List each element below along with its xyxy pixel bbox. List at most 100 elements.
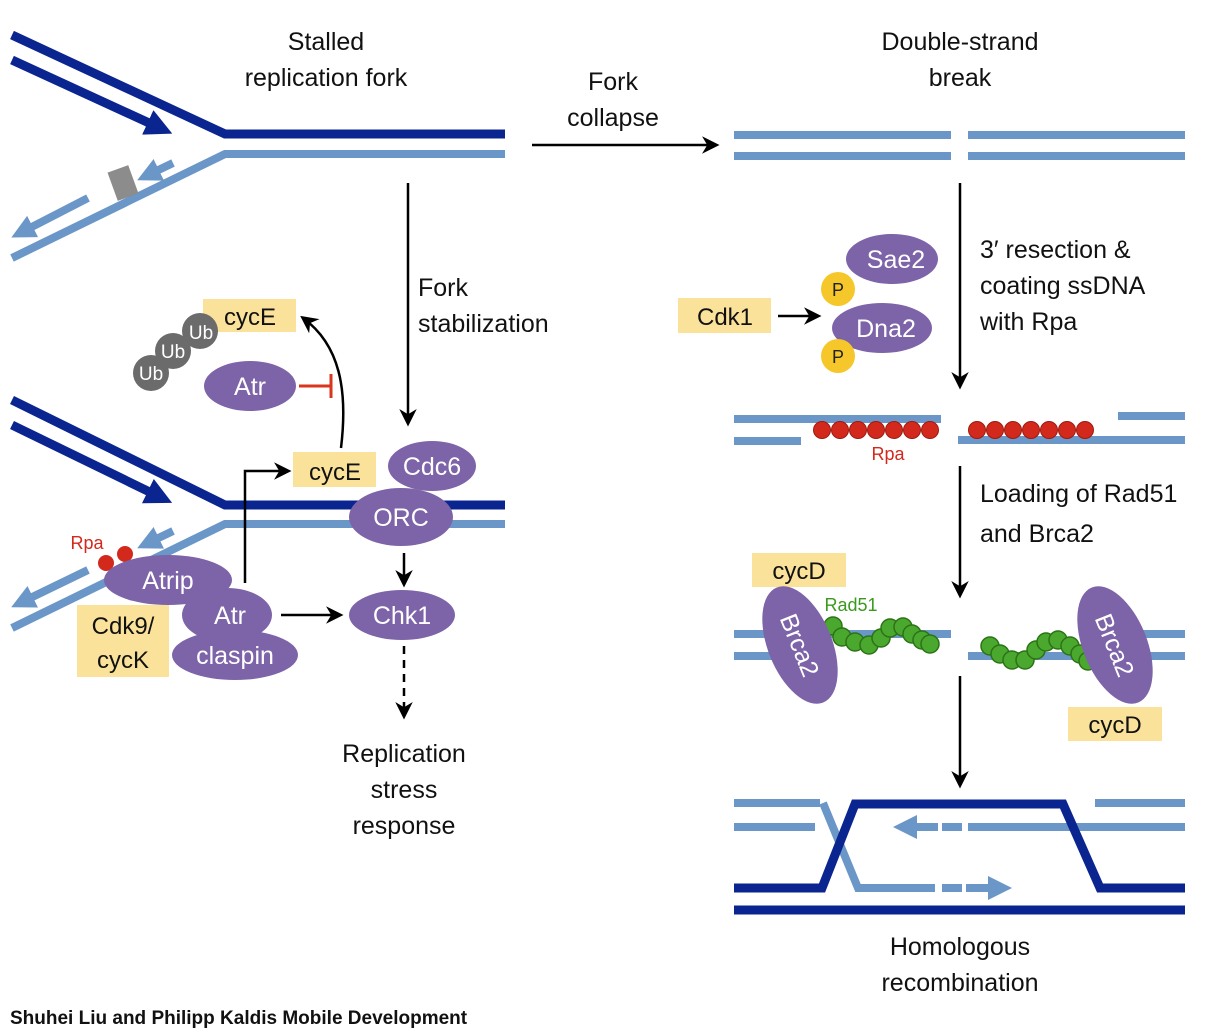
atr-label: Atr xyxy=(214,602,246,630)
rpa-bead xyxy=(849,421,867,439)
lesion-block xyxy=(107,165,139,201)
rpa-bead xyxy=(1004,421,1022,439)
protein-cdc6 xyxy=(388,441,476,491)
fork-stabilization: Fork stabilization xyxy=(399,183,549,427)
rpa-bead xyxy=(1040,421,1058,439)
hr-label-2: recombination xyxy=(881,969,1038,997)
nascent-lagging-2 xyxy=(11,566,90,608)
cdk1-label: Cdk1 xyxy=(697,304,753,331)
cyclin-box xyxy=(1068,707,1162,741)
ub-label: Ub xyxy=(189,323,213,344)
cdc6-label: Cdc6 xyxy=(403,453,461,481)
nascent-leading-strand xyxy=(10,420,173,504)
rad51-label: Rad51 xyxy=(824,595,877,615)
phospho-label: P xyxy=(832,347,844,367)
rpa-bead xyxy=(903,421,921,439)
label-fork-collapse-2: collapse xyxy=(567,104,659,132)
nascent-lagging-1 xyxy=(137,158,175,181)
cyce-mid-label: cycE xyxy=(309,459,361,486)
rpa-right-label: Rpa xyxy=(871,444,905,464)
protein-atr xyxy=(182,588,272,642)
rsr-label: Replication xyxy=(342,740,466,768)
rpa-bead xyxy=(867,421,885,439)
fork-collapse: Fork collapse xyxy=(532,68,720,154)
protein-claspin xyxy=(172,630,298,680)
resection-label-3: with Rpa xyxy=(979,308,1077,336)
protein-sae2 xyxy=(846,234,938,284)
resection-label-2: coating ssDNA xyxy=(980,272,1146,300)
rpa-bead xyxy=(921,421,939,439)
cyclin-box xyxy=(752,553,846,587)
protein-dna2 xyxy=(832,303,932,353)
ub-label: Ub xyxy=(139,364,163,385)
cyce-ubiquitination: cycE Ub Ub Ub Atr xyxy=(133,299,345,449)
heading-dsb: Double-strand xyxy=(881,28,1038,56)
rpa-bead xyxy=(986,421,1004,439)
resection-step: 3′ resection & coating ssDNA with Rpa Cd… xyxy=(678,183,1185,464)
rsr-label-3: response xyxy=(353,812,456,840)
figure-caption: Shuhei Liu and Philipp Kaldis Mobile Dev… xyxy=(10,1008,468,1029)
protein-brca2-right xyxy=(1077,586,1153,704)
hr-dark-strand xyxy=(734,799,1185,893)
nascent-leading-strand xyxy=(10,55,173,135)
cyclin-box xyxy=(293,452,376,487)
protein-orc xyxy=(349,488,453,546)
label-fork-collapse: Fork xyxy=(588,68,639,96)
rpa-bead xyxy=(813,421,831,439)
protein-atr-top xyxy=(204,361,296,411)
nascent-lagging-1 xyxy=(137,526,175,549)
rpa-bead xyxy=(831,421,849,439)
arrow-cyce-to-degradation xyxy=(300,315,345,449)
rpa-bead xyxy=(968,421,986,439)
cdk9-label: Cdk9/ xyxy=(92,613,155,640)
protein-brca2-left xyxy=(762,586,838,704)
loading-label: Loading of Rad51 xyxy=(980,480,1177,508)
rad51-bead xyxy=(920,634,940,654)
homologous-recombination-step: Homologous recombination xyxy=(734,676,1185,997)
cycd-left-label: cycD xyxy=(772,558,825,585)
double-strand-break: Double-strand break xyxy=(734,28,1185,160)
rpa-bead xyxy=(117,546,133,562)
rpa-bead xyxy=(1022,421,1040,439)
protein-chk1 xyxy=(349,590,455,640)
rad51-filament xyxy=(823,616,1098,671)
phospho-label: P xyxy=(832,280,844,300)
heading-stalled-2: replication fork xyxy=(245,64,408,92)
ubiquitin xyxy=(182,313,218,349)
protein-atrip xyxy=(104,555,232,605)
fork-with-checkpoint: Rpa cycE Cdc6 ORC Atrip claspin Atr Cdk9… xyxy=(10,395,505,840)
dna2-label: Dna2 xyxy=(856,315,916,343)
phosphate xyxy=(821,339,855,373)
cyclin-box xyxy=(203,299,296,332)
chk1-label: Chk1 xyxy=(373,602,431,630)
orc-label: ORC xyxy=(373,504,429,532)
stalled-fork: Stalled replication fork xyxy=(10,28,505,262)
ub-label: Ub xyxy=(161,342,185,363)
hr-label: Homologous xyxy=(890,933,1030,961)
ubiquitin xyxy=(155,333,191,369)
ubiquitin xyxy=(133,355,169,391)
rpa-coating xyxy=(813,421,1094,439)
cycd-right-label: cycD xyxy=(1088,712,1141,739)
rad51-loading-step: Loading of Rad51 and Brca2 Rad51 cycD Br… xyxy=(734,466,1185,741)
claspin-label: claspin xyxy=(196,642,274,670)
loading-label-2: and Brca2 xyxy=(980,520,1094,548)
label-fork-stabilization-2: stabilization xyxy=(418,310,549,338)
rpa-bead xyxy=(98,555,114,571)
arrow-atr-to-cyce xyxy=(243,462,292,583)
parental-strand-top xyxy=(10,30,505,139)
cyce-top-label: cycE xyxy=(224,304,276,331)
resection-label: 3′ resection & xyxy=(980,236,1131,264)
heading-dsb-2: break xyxy=(929,64,992,92)
cyck-label: cycK xyxy=(97,647,149,674)
nascent-lagging-2 xyxy=(11,194,90,238)
cyclin-box xyxy=(678,298,771,333)
phosphate xyxy=(821,272,855,306)
label-fork-stabilization: Fork xyxy=(418,274,469,302)
rsr-label-2: stress xyxy=(371,776,438,804)
sae2-label: Sae2 xyxy=(867,246,925,274)
atr-top-label: Atr xyxy=(234,373,266,401)
rpa-left-label: Rpa xyxy=(70,533,104,553)
heading-stalled: Stalled xyxy=(288,28,364,56)
parental-strand-bottom xyxy=(10,150,505,262)
